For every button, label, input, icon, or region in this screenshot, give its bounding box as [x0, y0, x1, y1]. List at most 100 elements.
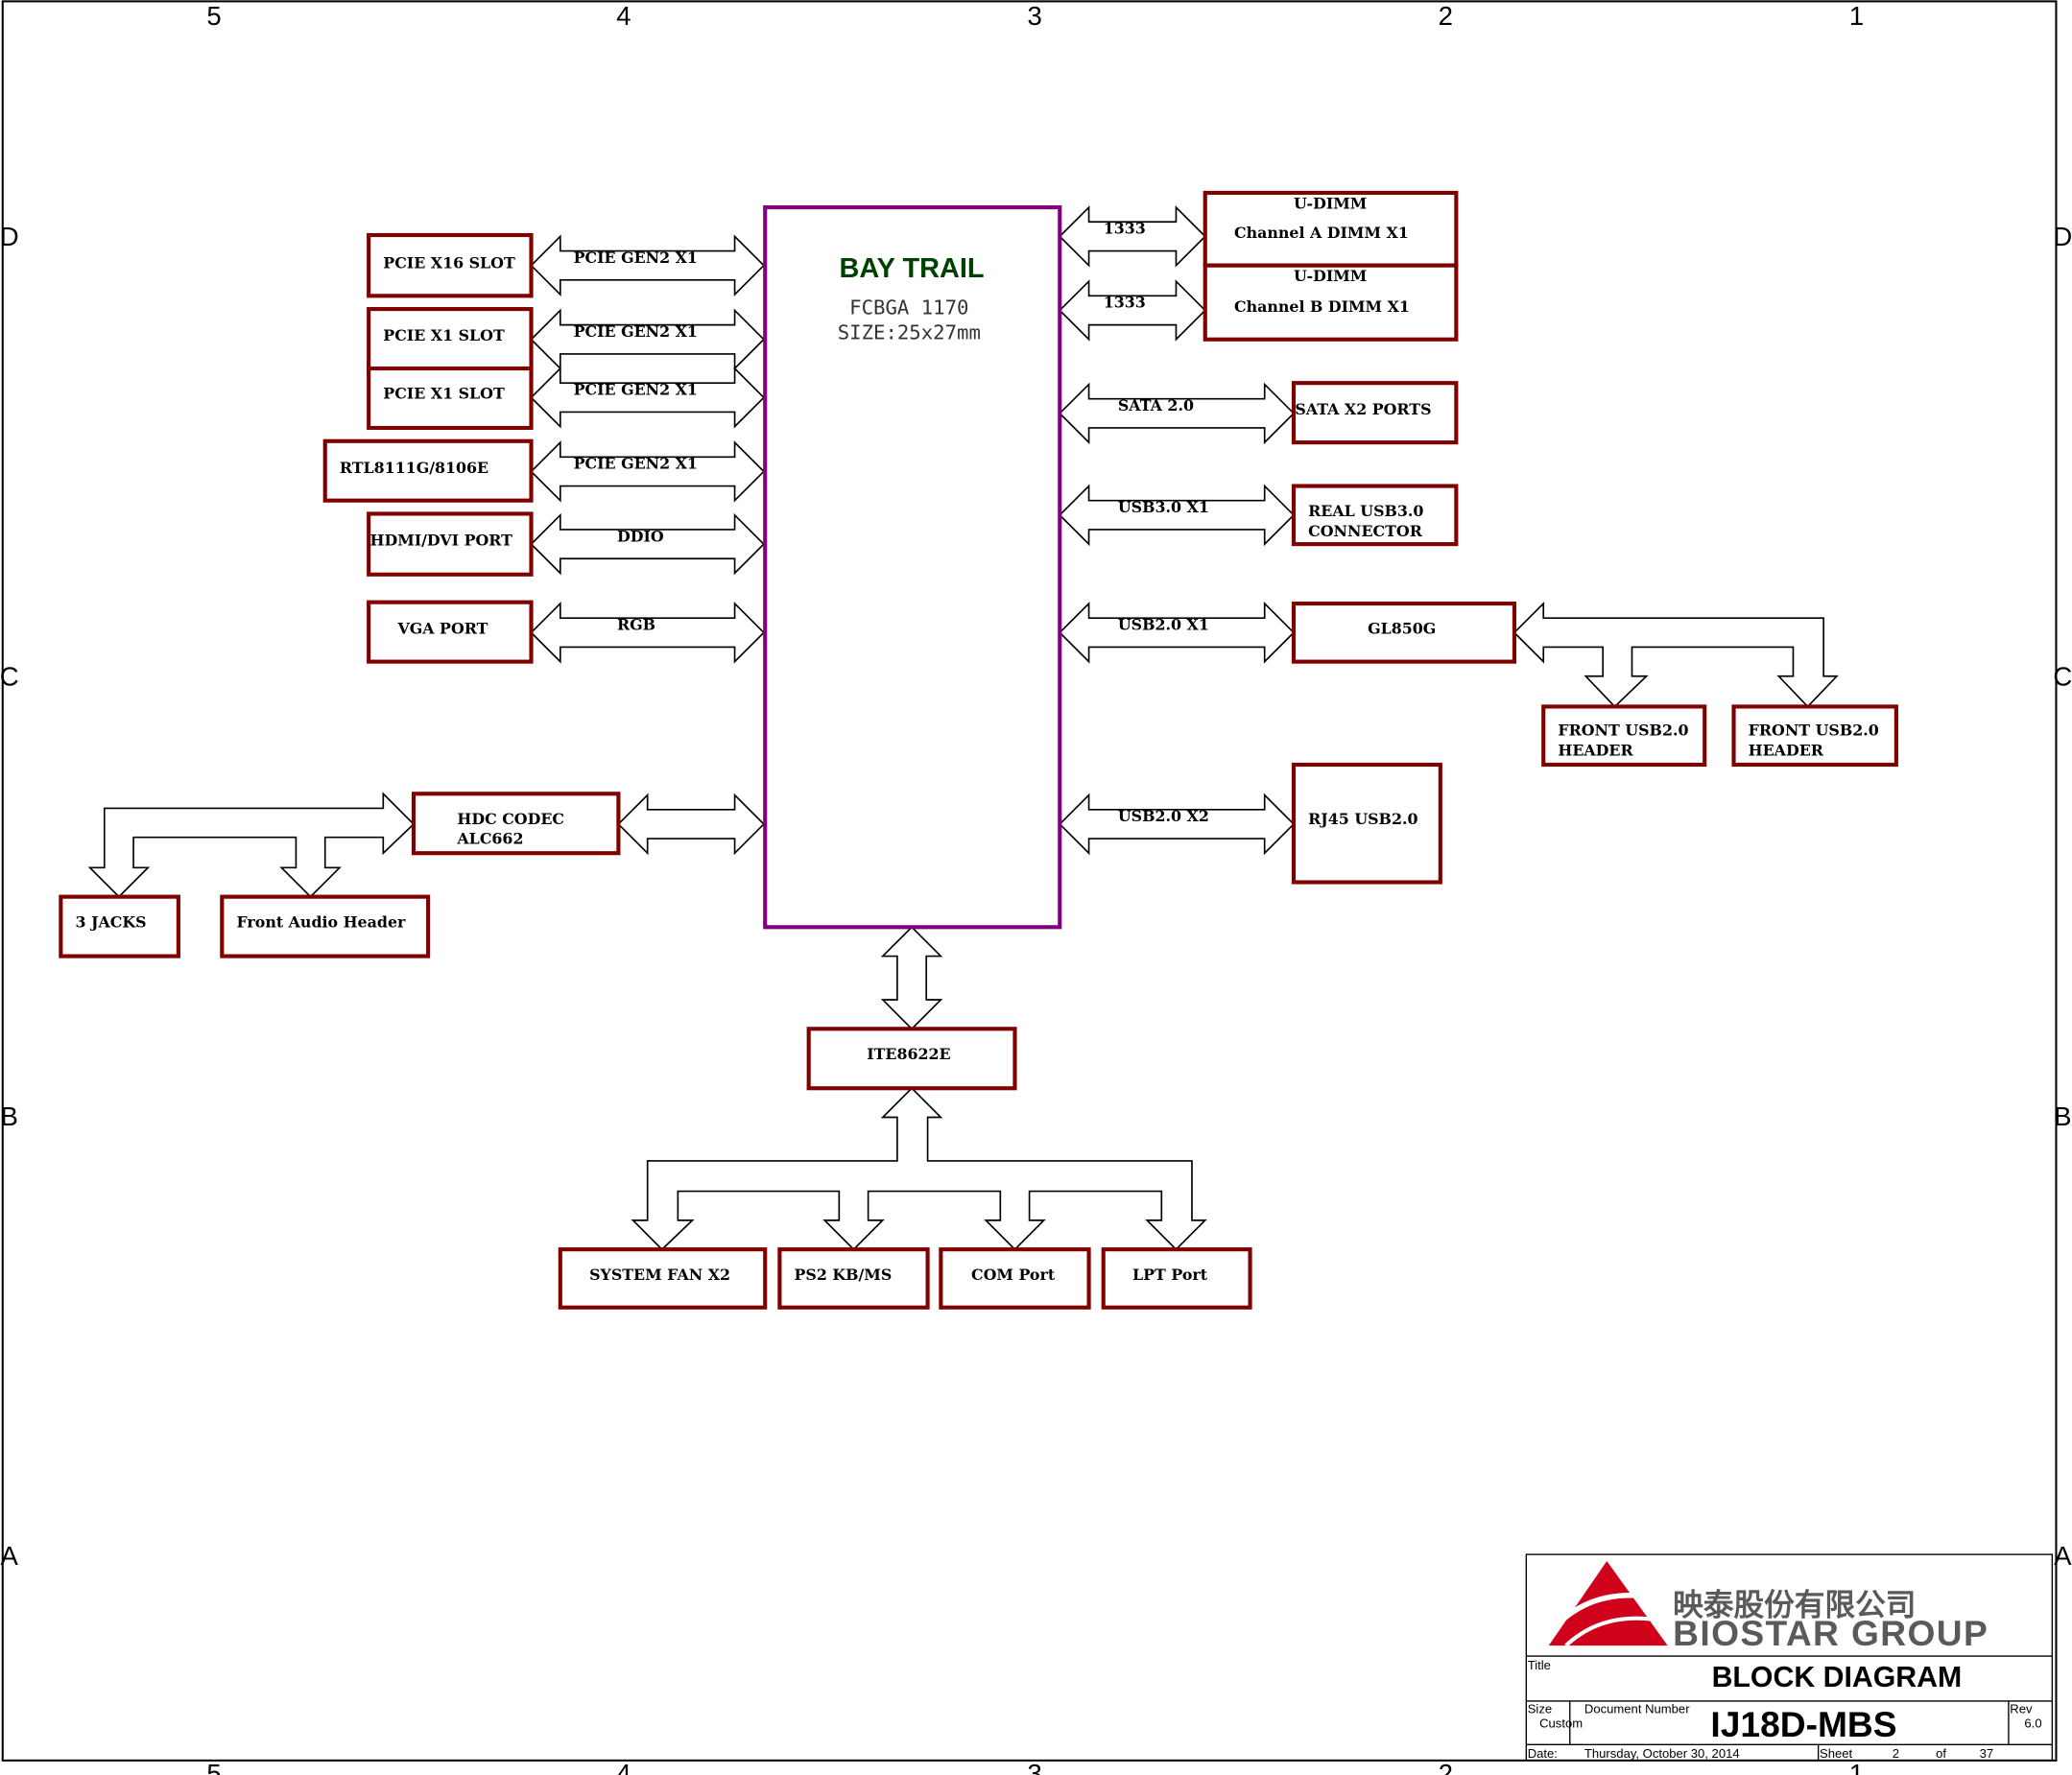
- block-label: U-DIMM: [1294, 194, 1367, 212]
- bus-arrow-dimm-a: 1333: [1059, 205, 1206, 268]
- bus-arrow-dimm-b: 1333: [1059, 279, 1206, 342]
- bus-label: USB2.0 X1: [1118, 616, 1209, 634]
- block-hdmi[interactable]: HDMI/DVI PORT: [367, 511, 534, 577]
- bus-label: SATA 2.0: [1118, 396, 1194, 414]
- block-label: 3 JACKS: [75, 912, 146, 931]
- block-label: Channel A DIMM X1: [1234, 224, 1409, 242]
- bus-arrow-usb-hub: [1512, 602, 1839, 708]
- column-label-bottom: 5: [206, 1759, 221, 1775]
- column-label-bottom: 3: [1027, 1759, 1041, 1775]
- title-label: Title: [1528, 1658, 1551, 1672]
- column-label-top: 4: [616, 1, 631, 31]
- block-label: ALC662: [456, 830, 523, 848]
- bus-label: DDIO: [617, 527, 664, 545]
- bus-label: USB3.0 X1: [1118, 498, 1209, 516]
- block-lan[interactable]: RTL8111G/8106E: [322, 438, 534, 503]
- block-pcie-x1-a[interactable]: PCIE X1 SLOT: [367, 307, 534, 371]
- drawing-title: BLOCK DIAGRAM: [1712, 1662, 1963, 1693]
- block-label: HDC CODEC: [457, 810, 564, 828]
- soc-block[interactable]: BAY TRAIL FCBGA 1170 SIZE:25x27mm: [763, 205, 1062, 930]
- block-label: LPT Port: [1132, 1266, 1208, 1284]
- block-fan[interactable]: SYSTEM FAN X2: [558, 1247, 768, 1310]
- block-label: FRONT USB2.0: [1558, 722, 1688, 740]
- bus-arrow-gl850g: USB2.0 X1: [1059, 602, 1296, 664]
- block-gl850g[interactable]: GL850G: [1291, 601, 1517, 664]
- block-dimm-a[interactable]: U-DIMM Channel A DIMM X1: [1203, 190, 1459, 268]
- size-label: Size: [1528, 1701, 1552, 1716]
- block-label: SYSTEM FAN X2: [589, 1266, 730, 1284]
- soc-size: SIZE:25x27mm: [838, 321, 981, 344]
- block-label: REAL USB3.0: [1308, 502, 1423, 520]
- bus-label: USB2.0 X2: [1118, 807, 1209, 825]
- date-value: Thursday, October 30, 2014: [1584, 1746, 1740, 1761]
- block-ite[interactable]: ITE8622E: [806, 1027, 1017, 1091]
- block-front-audio[interactable]: Front Audio Header: [220, 894, 431, 958]
- doc-number-label: Document Number: [1584, 1701, 1690, 1716]
- block-vga[interactable]: VGA PORT: [367, 600, 534, 664]
- block-ps2[interactable]: PS2 KB/MS: [777, 1247, 930, 1310]
- block-label: PCIE X1 SLOT: [383, 326, 505, 344]
- column-label-top: 1: [1849, 1, 1864, 31]
- block-label: U-DIMM: [1294, 267, 1367, 285]
- soc-title: BAY TRAIL: [840, 253, 985, 284]
- bus-label: PCIE GEN2 X1: [574, 248, 698, 267]
- sheet-number: 2: [1893, 1746, 1899, 1761]
- svg-text:映泰股份有限公司: 映泰股份有限公司: [1673, 1588, 1916, 1622]
- of-label: of: [1936, 1746, 1946, 1761]
- block-label: Channel B DIMM X1: [1234, 297, 1410, 316]
- block-label: ITE8622E: [867, 1045, 950, 1063]
- block-label: COM Port: [971, 1266, 1056, 1284]
- block-com[interactable]: COM Port: [939, 1247, 1091, 1310]
- block-label: RTL8111G/8106E: [340, 459, 488, 477]
- block-label: HEADER: [1558, 741, 1633, 759]
- bus-label: 1333: [1104, 220, 1146, 238]
- size-value: Custom: [1539, 1716, 1583, 1730]
- block-label: Front Audio Header: [236, 912, 406, 931]
- date-label: Date:: [1528, 1746, 1558, 1761]
- row-label-right: B: [2054, 1101, 2071, 1131]
- row-label-right: D: [2053, 222, 2072, 251]
- doc-number: IJ18D-MBS: [1710, 1704, 1896, 1744]
- rev-value: 6.0: [2024, 1716, 2041, 1730]
- block-pcie-x1-b[interactable]: PCIE X1 SLOT: [367, 366, 534, 431]
- block-sata[interactable]: SATA X2 PORTS: [1291, 381, 1459, 445]
- column-label-top: 5: [206, 1, 221, 31]
- bus-arrow-superio: [631, 1087, 1207, 1251]
- block-jacks[interactable]: 3 JACKS: [59, 894, 180, 958]
- bus-arrow-pcie-x16: PCIE GEN2 X1: [530, 234, 766, 296]
- block-dimm-b[interactable]: U-DIMM Channel B DIMM X1: [1203, 263, 1459, 342]
- block-pcie-x16[interactable]: PCIE X16 SLOT: [367, 232, 534, 298]
- row-label-left: A: [0, 1541, 18, 1571]
- row-label-right: A: [2054, 1541, 2072, 1571]
- block-label: PCIE X16 SLOT: [383, 253, 515, 272]
- bus-label: RGB: [617, 616, 655, 634]
- blocks: PCIE X16 SLOT PCIE X1 SLOT PCIE X1 SLOT RTL…: [59, 190, 1898, 1310]
- row-label-left: C: [0, 661, 19, 691]
- block-label: GL850G: [1368, 620, 1436, 638]
- block-label: HEADER: [1749, 741, 1824, 759]
- soc-package: FCBGA 1170: [849, 296, 968, 320]
- column-label-top: 3: [1027, 1, 1041, 31]
- sheet-label: Sheet: [1820, 1746, 1853, 1761]
- block-label: SATA X2 PORTS: [1295, 400, 1431, 418]
- bus-label: PCIE GEN2 X1: [574, 455, 698, 473]
- block-label: RJ45 USB2.0: [1308, 810, 1417, 828]
- biostar-logo: 映泰股份有限公司 BIOSTAR GROUP: [1543, 1561, 1988, 1653]
- block-label: FRONT USB2.0: [1749, 722, 1879, 740]
- block-lpt[interactable]: LPT Port: [1101, 1247, 1252, 1310]
- row-label-left: D: [0, 222, 19, 251]
- column-label-bottom: 1: [1849, 1759, 1864, 1775]
- title-block: 映泰股份有限公司 BIOSTAR GROUP Title BLOCK DIAGR…: [1525, 1553, 2054, 1762]
- bus-arrows: PCIE GEN2 X1 PCIE GEN2 X1 PCIE GEN2 X1 PCIE…: [87, 205, 1839, 1251]
- block-codec[interactable]: HDC CODEC ALC662: [411, 792, 621, 856]
- block-rj45[interactable]: RJ45 USB2.0: [1291, 762, 1442, 885]
- column-label-top: 2: [1439, 1, 1453, 31]
- column-label-bottom: 2: [1439, 1759, 1453, 1775]
- block-label: PCIE X1 SLOT: [383, 385, 505, 403]
- bus-label: 1333: [1104, 294, 1146, 312]
- bus-label: PCIE GEN2 X1: [574, 381, 698, 399]
